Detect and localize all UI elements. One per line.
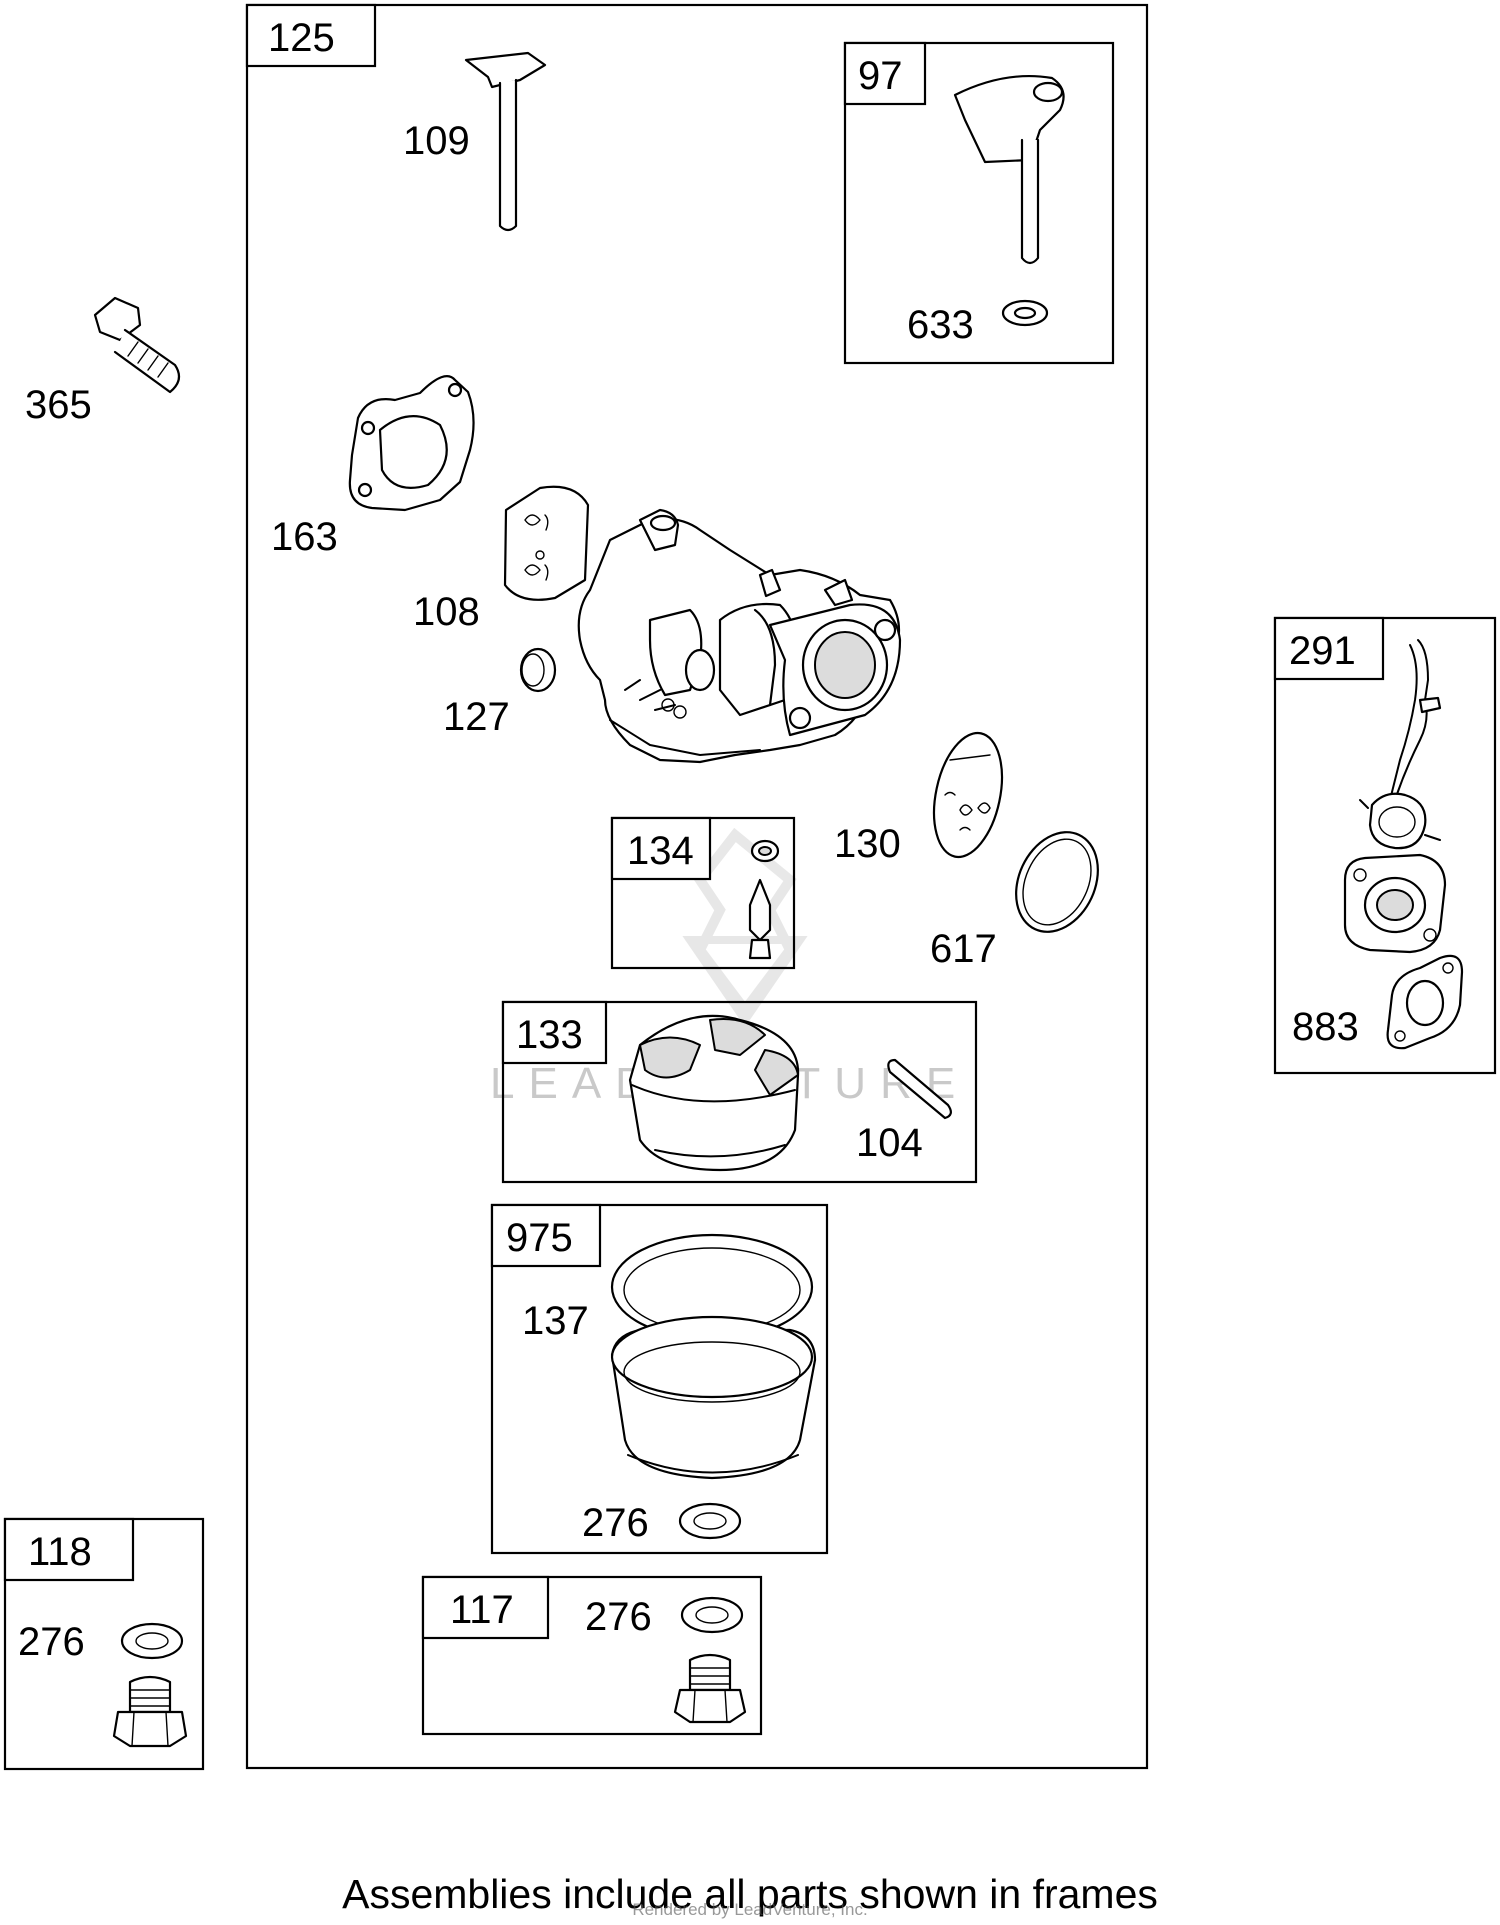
frame-label-125: 125 xyxy=(268,16,335,60)
part-109-choke-shaft[interactable]: 109 xyxy=(403,51,547,232)
diagram-caption: Assemblies include all parts shown in fr… xyxy=(342,1871,1158,1917)
frame-label-975: 975 xyxy=(506,1216,573,1260)
part-label-276-bowl: 276 xyxy=(582,1501,649,1545)
part-127-plug[interactable]: 127 xyxy=(443,647,557,739)
watermark-logo xyxy=(682,827,808,1028)
part-label-127: 127 xyxy=(443,695,510,739)
part-633-seal[interactable]: 633 xyxy=(907,299,1049,347)
frame-label-291: 291 xyxy=(1289,629,1356,673)
frame-label-134: 134 xyxy=(627,829,694,873)
frame-label-117: 117 xyxy=(450,1588,514,1632)
part-label-163: 163 xyxy=(271,515,338,559)
part-label-108: 108 xyxy=(413,590,480,634)
part-104-float-pin[interactable]: 104 xyxy=(856,1058,952,1165)
part-883-gasket[interactable]: 883 xyxy=(1292,954,1464,1050)
frame-117: 117 xyxy=(421,1575,763,1736)
part-276-washer-118[interactable]: 276 xyxy=(18,1620,184,1664)
frame-291: 291 xyxy=(1273,616,1497,1075)
part-617-o-ring[interactable]: 617 xyxy=(930,819,1113,971)
frame-97: 97 xyxy=(843,41,1115,365)
part-117-bowl-nut[interactable] xyxy=(673,1653,747,1724)
frame-133: 133 xyxy=(501,1000,978,1184)
frame-134: 134 xyxy=(610,816,796,970)
part-97-throttle-shaft[interactable] xyxy=(953,74,1065,265)
part-118-bowl-nut[interactable] xyxy=(112,1675,188,1748)
part-137-bowl-gasket[interactable]: 137 xyxy=(522,1233,814,1343)
frame-975: 975 xyxy=(490,1203,829,1555)
watermark-credit: Rendered by LeadVenture, Inc. xyxy=(632,1900,867,1919)
carburetor-body[interactable] xyxy=(577,508,902,764)
part-label-104: 104 xyxy=(856,1121,923,1165)
part-label-130: 130 xyxy=(834,822,901,866)
part-134-needle-seat[interactable] xyxy=(748,839,780,960)
part-133-float[interactable] xyxy=(628,1014,800,1172)
part-label-617: 617 xyxy=(930,927,997,971)
frame-label-118: 118 xyxy=(28,1530,92,1574)
part-108-plate[interactable]: 108 xyxy=(413,485,590,634)
part-label-276-117: 276 xyxy=(585,1595,652,1639)
frame-125: 125 xyxy=(245,3,1149,1770)
part-276-washer-117[interactable]: 276 xyxy=(585,1595,744,1639)
part-163-gasket[interactable]: 163 xyxy=(271,375,475,559)
part-276-washer-975[interactable]: 276 xyxy=(582,1501,742,1545)
part-label-365: 365 xyxy=(25,383,92,427)
frame-118: 118 xyxy=(3,1517,205,1771)
part-365-bolt[interactable]: 365 xyxy=(25,296,181,427)
part-label-633: 633 xyxy=(907,303,974,347)
part-label-883: 883 xyxy=(1292,1005,1359,1049)
part-291-primer-assembly[interactable] xyxy=(1343,639,1447,954)
part-label-109: 109 xyxy=(403,119,470,163)
frame-label-97: 97 xyxy=(858,54,903,98)
part-975-float-bowl[interactable] xyxy=(610,1315,817,1480)
frame-label-133: 133 xyxy=(516,1013,583,1057)
part-130-diaphragm[interactable]: 130 xyxy=(834,727,1012,866)
part-label-276-118: 276 xyxy=(18,1620,85,1664)
part-label-137: 137 xyxy=(522,1299,589,1343)
